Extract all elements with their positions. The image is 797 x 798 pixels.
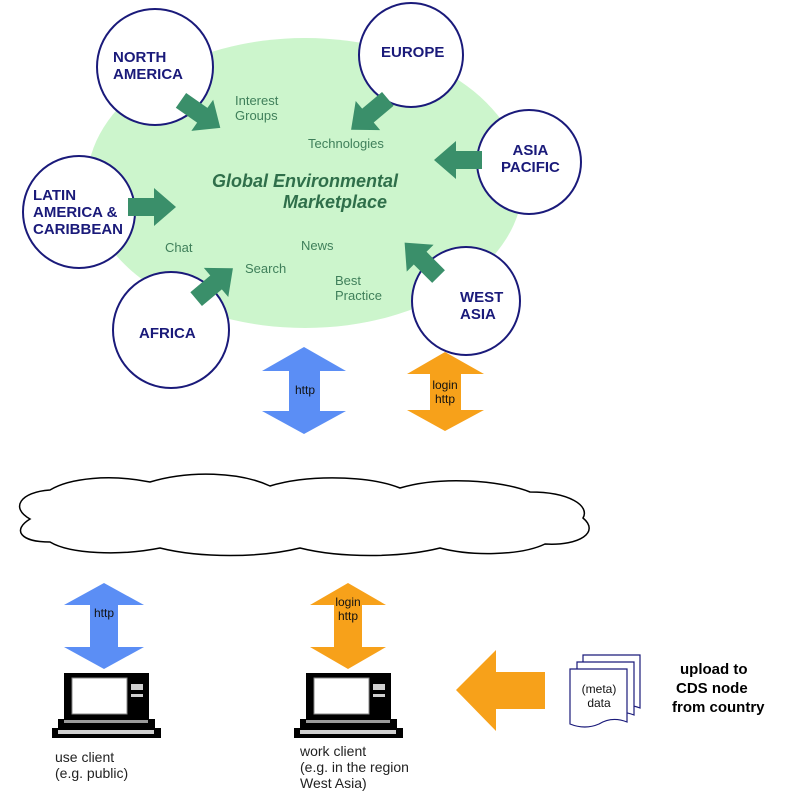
region-label-latin-america: LATIN AMERICA & CARIBBEAN — [33, 187, 123, 238]
topic-chat: Chat — [165, 240, 193, 255]
work-client-line3: West Asia) — [300, 775, 367, 791]
region-label-west-asia: WEST ASIA — [460, 289, 503, 323]
region-west-asia-line1: WEST — [460, 289, 504, 306]
topic-news: News — [301, 238, 334, 253]
upload-line2: CDS node — [676, 680, 748, 697]
region-label-africa: AFRICA — [139, 325, 196, 342]
topic-interest-groups: Interest Groups — [235, 93, 278, 123]
region-label-europe: EUROPE — [381, 44, 444, 61]
http-double-arrow-client — [64, 583, 144, 669]
work-client-caption: work client (e.g. in the region West Asi… — [300, 743, 409, 791]
green-arrow-north-america — [175, 93, 221, 131]
topic-best-practice: Best Practice — [335, 273, 382, 303]
region-label-asia-pacific: ASIA PACIFIC — [501, 142, 560, 176]
use-client-line2: (e.g. public) — [55, 765, 129, 781]
green-arrow-europe — [351, 91, 394, 131]
marketplace-title: Global Environmental Marketplace — [190, 171, 420, 213]
metadata-doc-line1: (meta) — [581, 682, 617, 696]
metadata-doc-label: (meta) data — [572, 682, 626, 710]
use-client-caption: use client (e.g. public) — [55, 749, 128, 781]
region-latin-line3: CARIBBEAN — [33, 221, 123, 238]
region-circle-europe — [358, 2, 464, 108]
marketplace-title-line1: Global Environmental — [211, 171, 399, 191]
green-arrow-latin-america — [128, 188, 176, 226]
upload-line1: upload to — [680, 661, 748, 678]
work-client-line2: (e.g. in the region — [300, 759, 409, 775]
region-label-north-america: NORTH AMERICA — [113, 49, 183, 83]
login-client-line1: login — [335, 595, 361, 609]
region-north-america-line1: NORTH — [113, 49, 167, 66]
topic-best-line2: Practice — [335, 288, 382, 303]
metadata-doc-line2: data — [587, 696, 611, 710]
region-africa-line1: AFRICA — [139, 325, 196, 342]
topic-best-line1: Best — [335, 273, 362, 288]
topic-search: Search — [245, 261, 287, 276]
region-asia-pacific-line2: PACIFIC — [501, 159, 560, 176]
upload-caption: upload to CDS node from country — [672, 660, 765, 717]
login-main-line1: login — [432, 378, 458, 392]
region-west-asia-line2: ASIA — [460, 306, 496, 323]
login-label-client: login http — [328, 595, 368, 623]
login-main-line2: http — [434, 392, 455, 406]
work-client-line1: work client — [300, 743, 367, 759]
region-north-america-line2: AMERICA — [113, 66, 183, 83]
metadata-documents-icon — [569, 654, 641, 728]
upload-arrow — [456, 650, 545, 731]
computer-work-client-icon — [294, 673, 403, 738]
http-double-arrow-main-shape — [262, 347, 346, 434]
computer-use-client-icon — [52, 673, 161, 738]
topic-interest-line1: Interest — [235, 93, 279, 108]
login-double-arrow-client — [310, 583, 386, 669]
green-arrow-asia-pacific — [434, 141, 482, 179]
use-client-line1: use client — [55, 749, 115, 765]
region-circle-north-america — [96, 8, 214, 126]
upload-line3: from country — [672, 699, 765, 716]
region-asia-pacific-line1: ASIA — [512, 142, 549, 159]
login-client-line2: http — [337, 609, 358, 623]
region-latin-line2: AMERICA & — [33, 204, 118, 221]
topic-technologies: Technologies — [308, 136, 384, 151]
network-cloud — [18, 473, 590, 557]
http-label-client: http — [93, 606, 114, 620]
login-label-main: login http — [425, 378, 465, 406]
region-europe-line1: EUROPE — [381, 44, 445, 61]
green-arrow-africa — [190, 267, 233, 307]
region-latin-line1: LATIN — [33, 187, 77, 204]
green-arrow-west-asia — [404, 242, 445, 283]
http-label-main: http — [294, 383, 315, 397]
marketplace-title-line2: Marketplace — [282, 192, 388, 212]
topic-interest-line2: Groups — [235, 108, 278, 123]
login-double-arrow-main — [407, 352, 484, 431]
